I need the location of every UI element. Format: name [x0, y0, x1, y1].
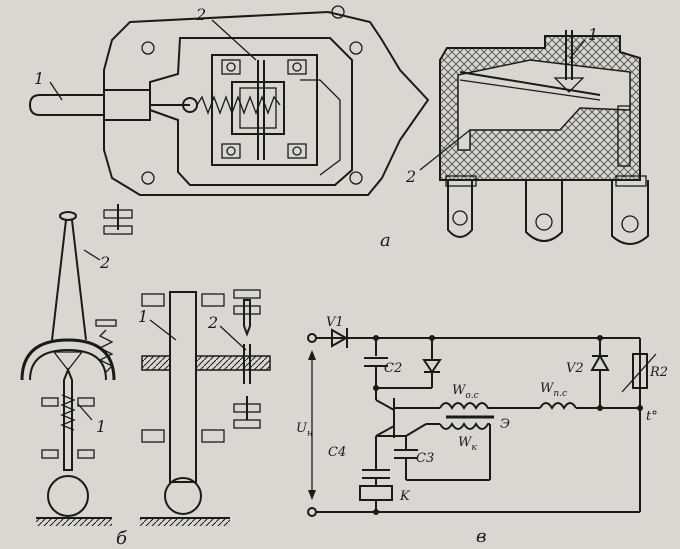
c3-label: C3: [416, 451, 434, 466]
callout-2-rod: 2: [207, 313, 218, 332]
wk-label: Wк: [458, 435, 477, 453]
panel-a-label: а: [380, 230, 391, 251]
panel-b-lever: 2 1: [20, 204, 133, 526]
callout-2-lever: 2: [99, 253, 110, 272]
panel-c-label: в: [476, 526, 486, 547]
svg-text:V1: V1: [326, 315, 344, 330]
callout-1-left: 1: [34, 69, 44, 88]
callout-1-lever: 1: [96, 417, 106, 436]
frame-screws: [221, 59, 307, 159]
callout-1-rod: 1: [138, 307, 148, 326]
panel-c-circuit: V1 C2 C4 K: [296, 315, 668, 547]
c2-label: C2: [384, 361, 402, 376]
woc-label: Wо.с: [452, 383, 479, 401]
wpc-label: Wп.с: [540, 381, 567, 399]
panel-a-section-view: 1 2 а: [380, 25, 649, 251]
panel-b-label: б: [116, 528, 128, 549]
e-label: Э: [500, 417, 510, 432]
terminals: [445, 175, 649, 245]
temp-label: t°: [646, 409, 658, 424]
un-label: Uн: [296, 421, 313, 439]
r2-label: R2: [649, 365, 668, 380]
callout-1-right: 1: [588, 25, 598, 44]
callout-2-top: 2: [195, 5, 206, 24]
diode-v1: V1: [326, 315, 349, 348]
v2-label: V2: [566, 361, 584, 376]
panel-a-top-view: 1 2: [28, 5, 430, 196]
panel-b-rod: 1 б 2: [116, 289, 271, 549]
transistor: [375, 388, 440, 452]
callout-2-right: 2: [405, 167, 416, 186]
k-label: K: [399, 489, 411, 504]
c4-label: C4: [328, 445, 346, 460]
